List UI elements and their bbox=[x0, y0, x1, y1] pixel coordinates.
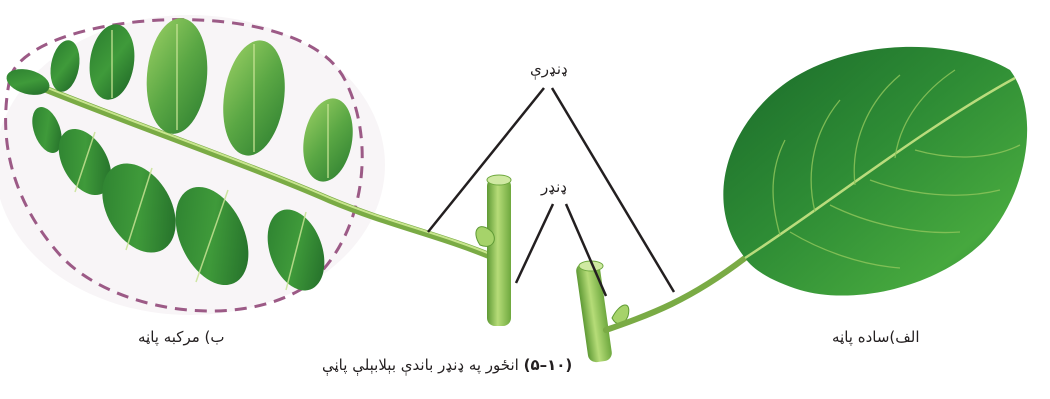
figure-caption-text: انځور په ډنډر باندې بېلابېلې پاڼې bbox=[322, 356, 524, 374]
label-petiole: ډنډر bbox=[541, 178, 567, 196]
label-compound-leaf: ب) مرکبه پاڼه bbox=[138, 328, 225, 346]
twig-compound-top bbox=[487, 175, 511, 185]
label-simple-leaf: الف)ساده پاڼه bbox=[832, 328, 920, 346]
twig-compound-stem bbox=[487, 178, 511, 326]
figure-caption: (۱۰–۵) انځور په ډنډر باندې بېلابېلې پاڼې bbox=[322, 356, 572, 374]
figure-number: (۱۰–۵) bbox=[524, 356, 573, 374]
label-petioles: ډنډرې bbox=[530, 60, 568, 78]
